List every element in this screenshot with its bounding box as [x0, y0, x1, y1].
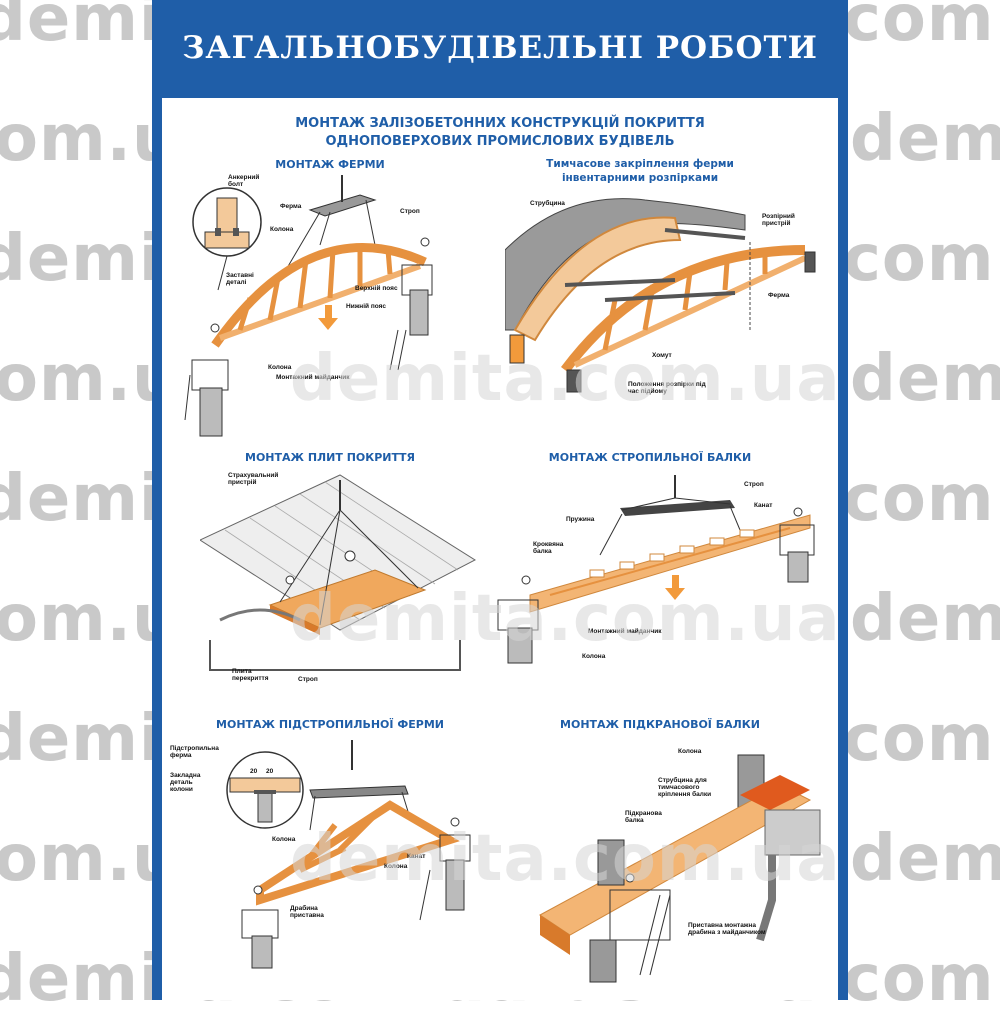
diagram-crane-beam [539, 754, 821, 983]
label-rope-sub: Канат [407, 853, 426, 860]
watermark: demi [850, 822, 1000, 896]
label-slab: Плита перекриття [232, 668, 269, 682]
section-title-rafter: МОНТАЖ СТРОПИЛЬНОЇ БАЛКИ [548, 451, 752, 464]
label-spacer: Розпірний пристрій [762, 213, 795, 227]
diagram-rafter [497, 475, 815, 664]
watermark: demi [850, 102, 1000, 176]
section-title-temp-line2: інвентарними розпірками [561, 172, 719, 184]
label-embedded-column: Закладна деталь колони [170, 772, 201, 793]
label-column: Колона [270, 226, 294, 233]
label-spring: Пружина [566, 516, 595, 523]
label-dim-2: 20 [266, 768, 274, 775]
label-clamp: Хомут [652, 352, 672, 359]
label-top-chord: Верхній пояс [355, 285, 398, 292]
diagram-truss [184, 175, 433, 437]
label-platform-rafter: Монтажний майданчик [588, 628, 662, 635]
label-column-2: Колона [268, 364, 292, 371]
watermark: demita.com.ua [290, 342, 841, 416]
label-subtruss: Підстропильна ферма [170, 745, 219, 759]
label-sling-rafter: Строп [744, 481, 764, 488]
watermark: demi [850, 342, 1000, 416]
watermark: demita.com.ua [290, 822, 841, 896]
label-rafter-beam: Кроквяна балка [533, 541, 564, 555]
label-crane-beam: Підкранова балка [625, 810, 662, 824]
label-column-crane: Колона [678, 748, 702, 755]
label-column-sub-2: Колона [384, 863, 408, 870]
label-embedded: Заставні деталі [226, 272, 254, 286]
diagram-subtruss [226, 740, 471, 969]
label-column-rafter: Колона [582, 653, 606, 660]
label-safety-device: Страхувальний пристрій [228, 472, 279, 486]
label-strut: Струбцина [530, 200, 565, 207]
watermark: demita.com.ua [290, 582, 841, 656]
label-sling: Строп [400, 208, 420, 215]
label-sling-slabs: Строп [298, 676, 318, 683]
diagram-slabs [200, 474, 477, 671]
main-heading-line2: ОДНОПОВЕРХОВИХ ПРОМИСЛОВИХ БУДІВЕЛЬ [325, 134, 675, 149]
frame-right [838, 0, 848, 1000]
watermark: demi [850, 582, 1000, 656]
label-platform: Монтажний майданчик [276, 374, 350, 381]
section-title-truss: МОНТАЖ ФЕРМИ [275, 158, 385, 171]
section-title-temp-line1: Тимчасове закріплення ферми [546, 158, 734, 170]
label-position: Положення розпірки під час підйому [628, 381, 706, 395]
section-title-crane: МОНТАЖ ПІДКРАНОВОЇ БАЛКИ [560, 718, 760, 731]
section-title-slabs: МОНТАЖ ПЛИТ ПОКРИТТЯ [245, 451, 415, 464]
diagram-temp-fixing [505, 198, 816, 393]
label-ladder-crane: Приставна монтажна драбина з майданчиком [688, 922, 766, 936]
label-dim-1: 20 [250, 768, 258, 775]
label-column-sub: Колона [272, 836, 296, 843]
label-truss: Ферма [280, 203, 302, 210]
frame-left [152, 0, 162, 1000]
label-rope: Канат [754, 502, 773, 509]
label-anchor-bolt: Анкерний болт [228, 174, 260, 188]
section-title-subtruss: МОНТАЖ ПІДСТРОПИЛЬНОЇ ФЕРМИ [216, 718, 444, 731]
page-title: ЗАГАЛЬНОБУДІВЕЛЬНІ РОБОТИ [182, 30, 818, 66]
label-truss-temp: Ферма [768, 292, 790, 299]
poster-header: ЗАГАЛЬНОБУДІВЕЛЬНІ РОБОТИ [152, 0, 848, 98]
label-ladder-sub: Драбина приставна [290, 905, 324, 919]
main-heading-line1: МОНТАЖ ЗАЛІЗОБЕТОННИХ КОНСТРУКЦІЙ ПОКРИТ… [295, 116, 705, 131]
label-bottom-chord: Нижній пояс [346, 303, 387, 310]
label-clamp-crane: Струбцина для тимчасового кріплення балк… [658, 777, 712, 798]
